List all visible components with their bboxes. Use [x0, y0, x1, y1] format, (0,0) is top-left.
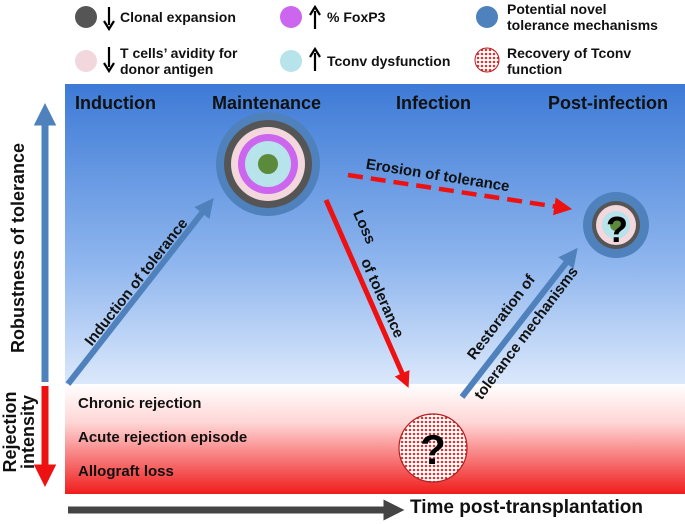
legend-recovery-label-line2: function — [507, 61, 563, 77]
rejection-zone — [65, 384, 685, 494]
graft-loss-circle — [398, 413, 468, 483]
maintenance-target — [216, 112, 320, 216]
legend-clonal-icon — [75, 6, 115, 32]
phase-maintenance: Maintenance — [212, 93, 322, 113]
legend-avidity-label-line1: T cells’ avidity for — [120, 45, 238, 61]
legend-clonal-label: Clonal expansion — [120, 9, 236, 25]
rejection-graft-loss: Allograft loss — [78, 463, 174, 480]
legend-recovery-label-line1: Recovery of Tconv — [507, 45, 632, 61]
post-infection-target — [583, 192, 649, 258]
phase-induction: Induction — [75, 93, 156, 113]
legend-avidity-label-line2: donor antigen — [120, 61, 214, 77]
y-axis-tolerance-label: Robustness of tolerance — [8, 143, 28, 353]
legend-foxp3-icon — [280, 4, 321, 29]
erosion-arrow — [347, 172, 573, 216]
legend-potential-label-line2: tolerance mechanisms — [507, 17, 658, 33]
y-axis-rejection-label-line1: Rejection — [0, 391, 20, 472]
restoration-arrow — [459, 247, 578, 399]
post-infection-question: ? — [606, 209, 628, 250]
y-axis-rejection-label-line2: intensity — [18, 395, 38, 469]
tolerance-zone — [65, 84, 685, 384]
phase-post-infection: Post-infection — [548, 93, 668, 113]
legend-tconv-icon — [280, 46, 321, 72]
legend-foxp3-label: % FoxP3 — [327, 9, 386, 25]
x-axis-label: Time post-transplantation — [410, 497, 643, 518]
legend-tconv-label: Tconv dysfunction — [327, 53, 451, 69]
loss-arrow — [323, 198, 410, 388]
legend-avidity-icon — [75, 47, 115, 74]
rejection-chronic: Chronic rejection — [78, 395, 202, 412]
induction-arrow — [65, 197, 214, 386]
legend-potential-icon — [476, 6, 498, 28]
phase-infection: Infection — [396, 93, 471, 113]
rejection-acute: Acute rejection episode — [78, 429, 248, 446]
legend-potential-label-line1: Potential novel — [507, 1, 607, 17]
legend-recovery-icon — [474, 47, 500, 73]
graft-loss-question: ? — [420, 426, 446, 473]
